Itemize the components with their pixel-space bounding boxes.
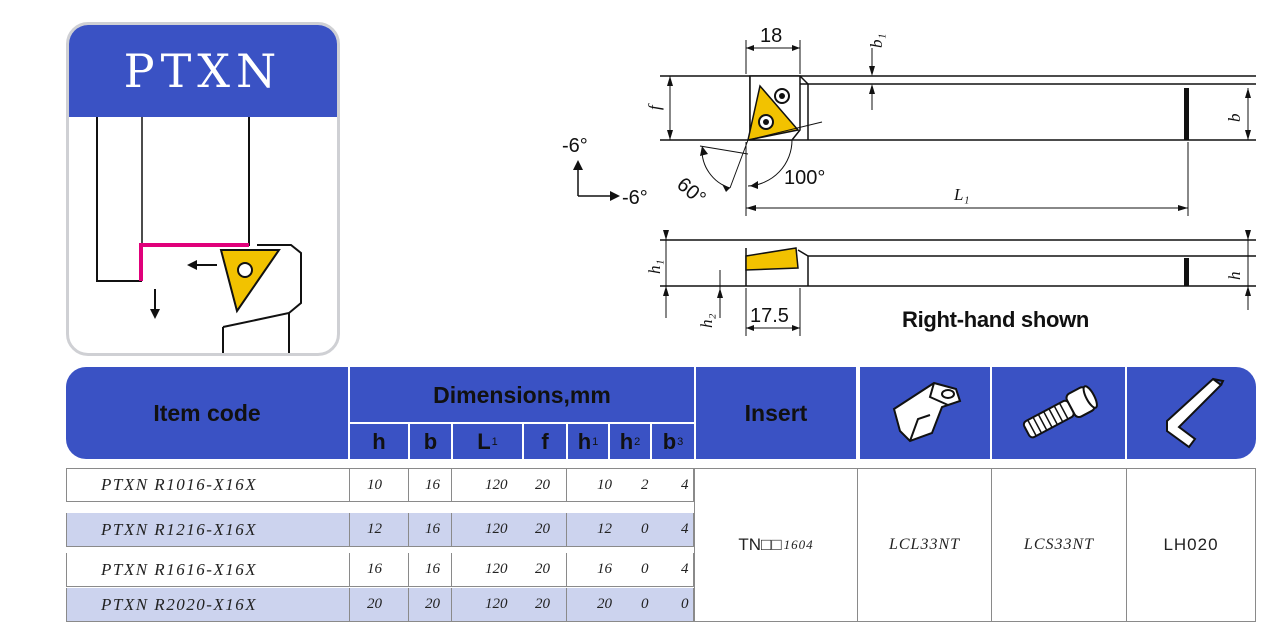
hex-key-icon: [1166, 377, 1225, 449]
cell-b3: 0: [681, 596, 689, 612]
clamp-cell: LCL33NT: [857, 468, 992, 622]
header-insert: Insert: [696, 367, 856, 459]
cell-b: 20: [425, 596, 440, 612]
cell-f: 20: [535, 596, 550, 612]
cell-f: 20: [535, 561, 550, 577]
cell-h: 16: [367, 561, 382, 577]
cell-b: 16: [425, 476, 440, 493]
badge-illustration: [96, 117, 302, 353]
header-h: h: [350, 424, 408, 459]
dim-18: 18: [760, 25, 782, 47]
insert-prefix: TN□□: [738, 535, 782, 554]
cell-b3: 4: [681, 561, 689, 577]
cell-f: 20: [535, 476, 550, 493]
header-b: b: [408, 424, 451, 459]
header-dimensions: Dimensions,mm: [350, 367, 694, 424]
cell-h: 20: [367, 596, 382, 612]
cell-h2: 2: [641, 476, 649, 493]
cell-L1: 120: [485, 596, 508, 612]
header-clamp: [860, 367, 990, 459]
table-row: PTXN R1016-X16X 10 16 120 20 10 2 4: [66, 468, 694, 502]
insert-cell: TN□□ 1604: [694, 468, 858, 622]
clamp-icon: [892, 381, 962, 443]
item-code: PTXN R1216-X16X: [101, 519, 258, 539]
badge-title: PTXN: [69, 25, 337, 117]
rake-vertical: -6°: [562, 135, 588, 157]
arrow-down-icon: [150, 309, 160, 319]
cell-b: 16: [425, 561, 440, 577]
angle-100: 100°: [784, 167, 825, 189]
header-screw: [992, 367, 1125, 459]
dim-b1: b₁: [867, 34, 886, 48]
dim-b: b: [1225, 114, 1244, 123]
cell-f: 20: [535, 521, 550, 537]
cell-h: 12: [367, 521, 382, 537]
cell-h1: 16: [597, 561, 612, 577]
header-wrench: [1127, 367, 1256, 459]
cell-h1: 10: [597, 476, 612, 493]
cell-L1: 120: [485, 561, 508, 577]
cell-L1: 120: [485, 476, 508, 493]
screw-icon: [1022, 385, 1098, 439]
header-f: f: [522, 424, 566, 459]
triangle-insert-icon: [219, 249, 281, 314]
header-divider: [350, 422, 694, 424]
cell-h: 10: [367, 476, 382, 493]
rake-horizontal: -6°: [622, 187, 648, 209]
wrench-cell: LH020: [1126, 468, 1256, 622]
header-item-code-label: Item code: [153, 399, 261, 426]
table-row: PTXN R1616-X16X 16 16 120 20 16 0 4: [66, 553, 694, 587]
table-row: PTXN R1216-X16X 12 16 120 20 12 0 4: [66, 513, 694, 547]
dim-17-5: 17.5: [750, 305, 789, 327]
insert-side-view: [745, 247, 799, 271]
technical-drawing: 18 b₁ f b L₁ 100° 60° -6° -6° h₁: [562, 25, 1256, 336]
cell-b3: 4: [681, 476, 689, 493]
item-code: PTXN R2020-X16X: [101, 594, 258, 614]
dim-h1: h₁: [645, 260, 664, 274]
dim-L1: L₁: [953, 185, 969, 204]
cell-h1: 20: [597, 596, 612, 612]
cell-L1: 120: [485, 521, 508, 537]
drawing-caption: Right-hand shown: [902, 307, 1090, 332]
header-insert-label: Insert: [744, 399, 808, 426]
table-row: PTXN R2020-X16X 20 20 120 20 20 0 0: [66, 588, 694, 622]
cell-h2: 0: [641, 596, 649, 612]
arrow-left-icon: [187, 260, 197, 270]
angle-60: 60°: [672, 173, 709, 209]
cutting-edge-path: [139, 243, 249, 281]
item-code: PTXN R1016-X16X: [101, 475, 258, 494]
cell-b: 16: [425, 521, 440, 537]
cell-h2: 0: [641, 521, 649, 537]
dim-h2: h₂: [697, 314, 716, 329]
dim-h: h: [1225, 272, 1244, 281]
cell-h2: 0: [641, 561, 649, 577]
dim-f: f: [645, 103, 664, 110]
insert-suffix: 1604: [783, 537, 814, 552]
item-code: PTXN R1616-X16X: [101, 559, 258, 579]
ptxn-badge: PTXN: [66, 22, 340, 356]
cell-b3: 4: [681, 521, 689, 537]
header-item-code: Item code: [66, 367, 348, 459]
cell-h1: 12: [597, 521, 612, 537]
header-dimensions-label: Dimensions,mm: [433, 382, 611, 408]
screw-cell: LCS33NT: [991, 468, 1127, 622]
